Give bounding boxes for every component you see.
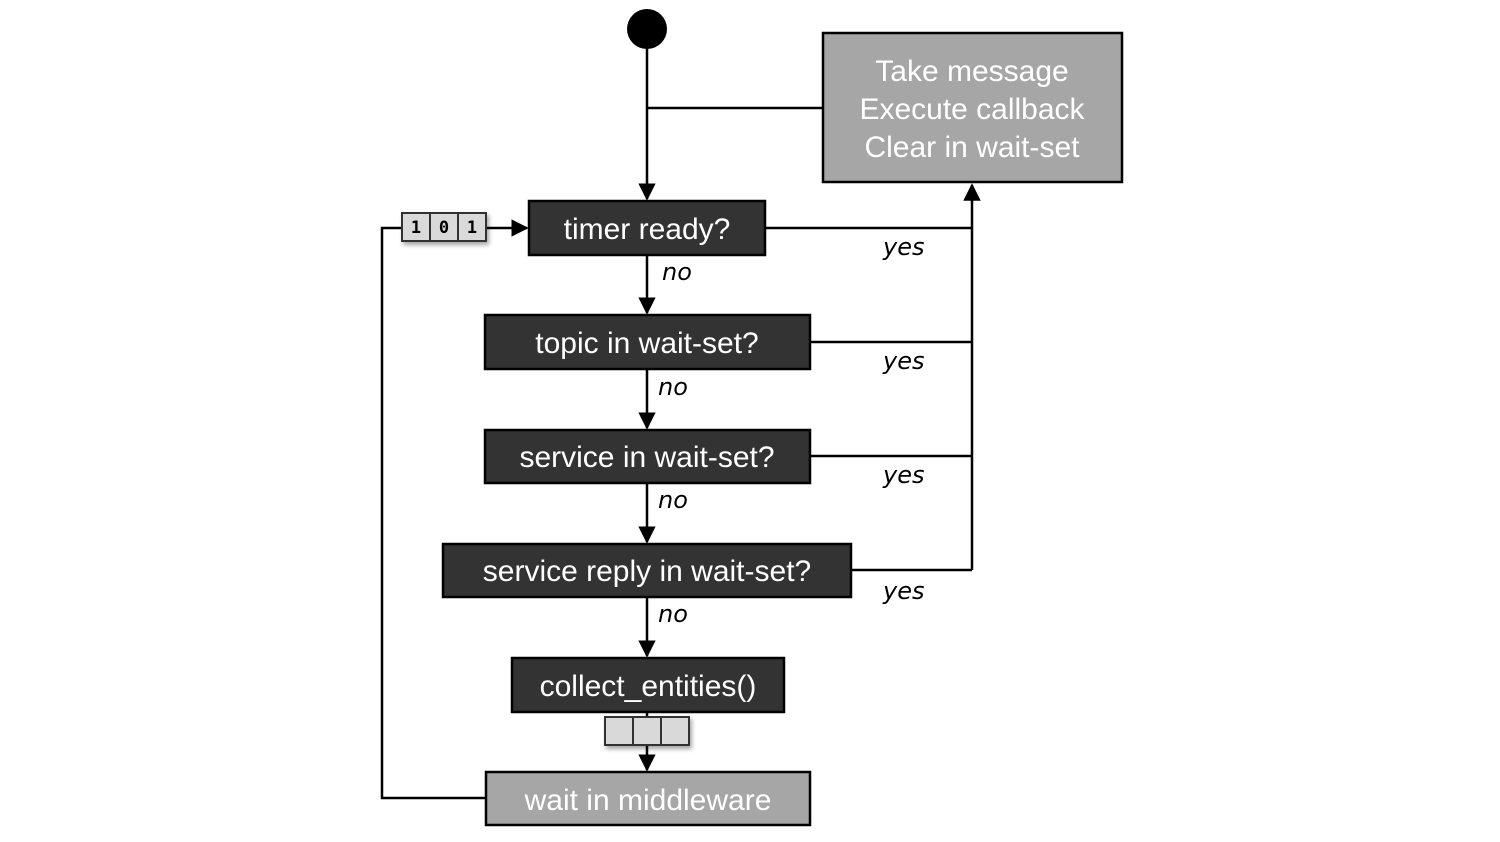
label-timer-yes: yes bbox=[882, 233, 924, 261]
start-node bbox=[627, 9, 667, 49]
input-bit-3: 1 bbox=[467, 218, 477, 238]
collect-box: collect_entities() bbox=[510, 656, 786, 714]
input-bit-1: 1 bbox=[411, 218, 421, 238]
label-timer-no: no bbox=[662, 258, 692, 286]
collected-bits-queue bbox=[604, 716, 690, 746]
edge-loop-back bbox=[380, 219, 529, 800]
input-bit-cell bbox=[457, 212, 487, 242]
decision-service-reply-label: service reply in wait-set? bbox=[483, 555, 811, 588]
wait-box: wait in middleware bbox=[484, 770, 812, 827]
label-service-reply-yes: yes bbox=[882, 577, 924, 605]
decision-timer: timer ready? bbox=[527, 199, 767, 257]
decision-topic-label: topic in wait-set? bbox=[535, 327, 758, 360]
input-bit-cell bbox=[429, 212, 459, 242]
action-box: Take message Execute callback Clear in w… bbox=[821, 31, 1124, 184]
collect-box-label: collect_entities() bbox=[540, 670, 757, 703]
label-service-reply-no: no bbox=[658, 600, 688, 628]
collected-bit-cell bbox=[604, 716, 634, 746]
action-line-3: Clear in wait-set bbox=[864, 131, 1080, 164]
decision-timer-label: timer ready? bbox=[564, 213, 731, 246]
decision-service: service in wait-set? bbox=[483, 428, 812, 485]
decision-topic: topic in wait-set? bbox=[483, 313, 812, 371]
label-service-yes: yes bbox=[882, 461, 924, 489]
action-line-1: Take message bbox=[875, 55, 1068, 88]
input-bit-2: 0 bbox=[439, 218, 449, 238]
collected-bit-cell bbox=[660, 716, 690, 746]
wait-box-label: wait in middleware bbox=[524, 784, 772, 817]
collected-bit-cell bbox=[632, 716, 662, 746]
input-bits-queue bbox=[401, 212, 487, 242]
label-topic-no: no bbox=[658, 373, 688, 401]
label-topic-yes: yes bbox=[882, 347, 924, 375]
decision-service-label: service in wait-set? bbox=[519, 441, 774, 474]
action-line-2: Execute callback bbox=[859, 93, 1085, 126]
label-service-no: no bbox=[658, 486, 688, 514]
decision-service-reply: service reply in wait-set? bbox=[441, 542, 853, 599]
